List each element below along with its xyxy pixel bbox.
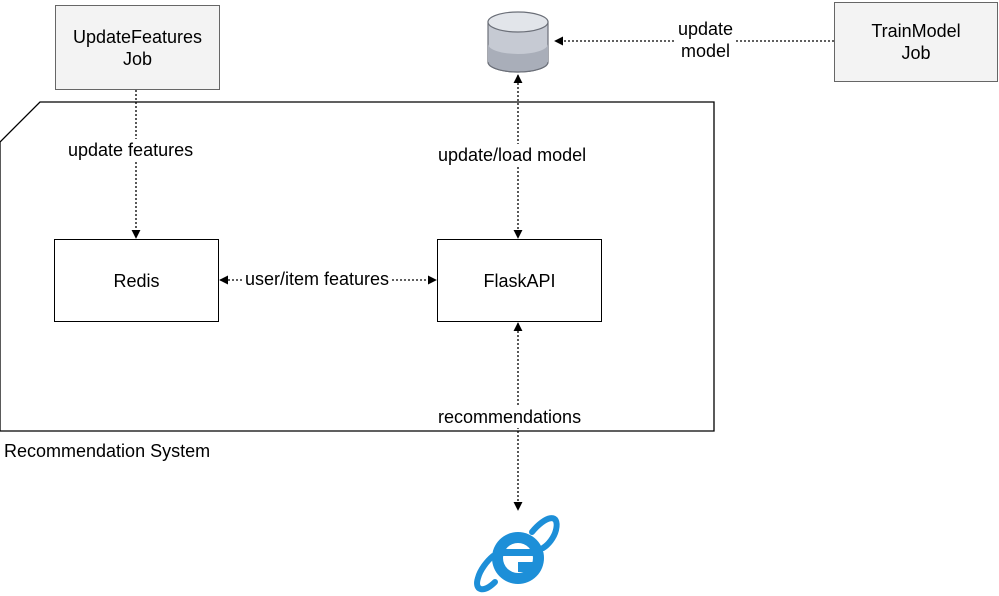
internet-explorer-icon (474, 515, 560, 593)
edge-label-recommendations: recommendations (436, 406, 584, 428)
train-model-job-node: TrainModel Job (834, 2, 998, 82)
recommendation-system-label: Recommendation System (4, 441, 211, 461)
edge-label-update-load-model: update/load model (436, 144, 589, 166)
edge-label-update-features: update features (66, 139, 196, 161)
redis-node: Redis (54, 239, 219, 322)
edge-label-update-model: update model (676, 18, 736, 62)
recommendation-system-group (0, 101, 715, 432)
update-features-job-node: UpdateFeatures Job (55, 5, 220, 90)
flask-api-node: FlaskAPI (437, 239, 602, 322)
edge-label-user-item-features: user/item features (243, 268, 392, 290)
database-icon (487, 11, 549, 73)
